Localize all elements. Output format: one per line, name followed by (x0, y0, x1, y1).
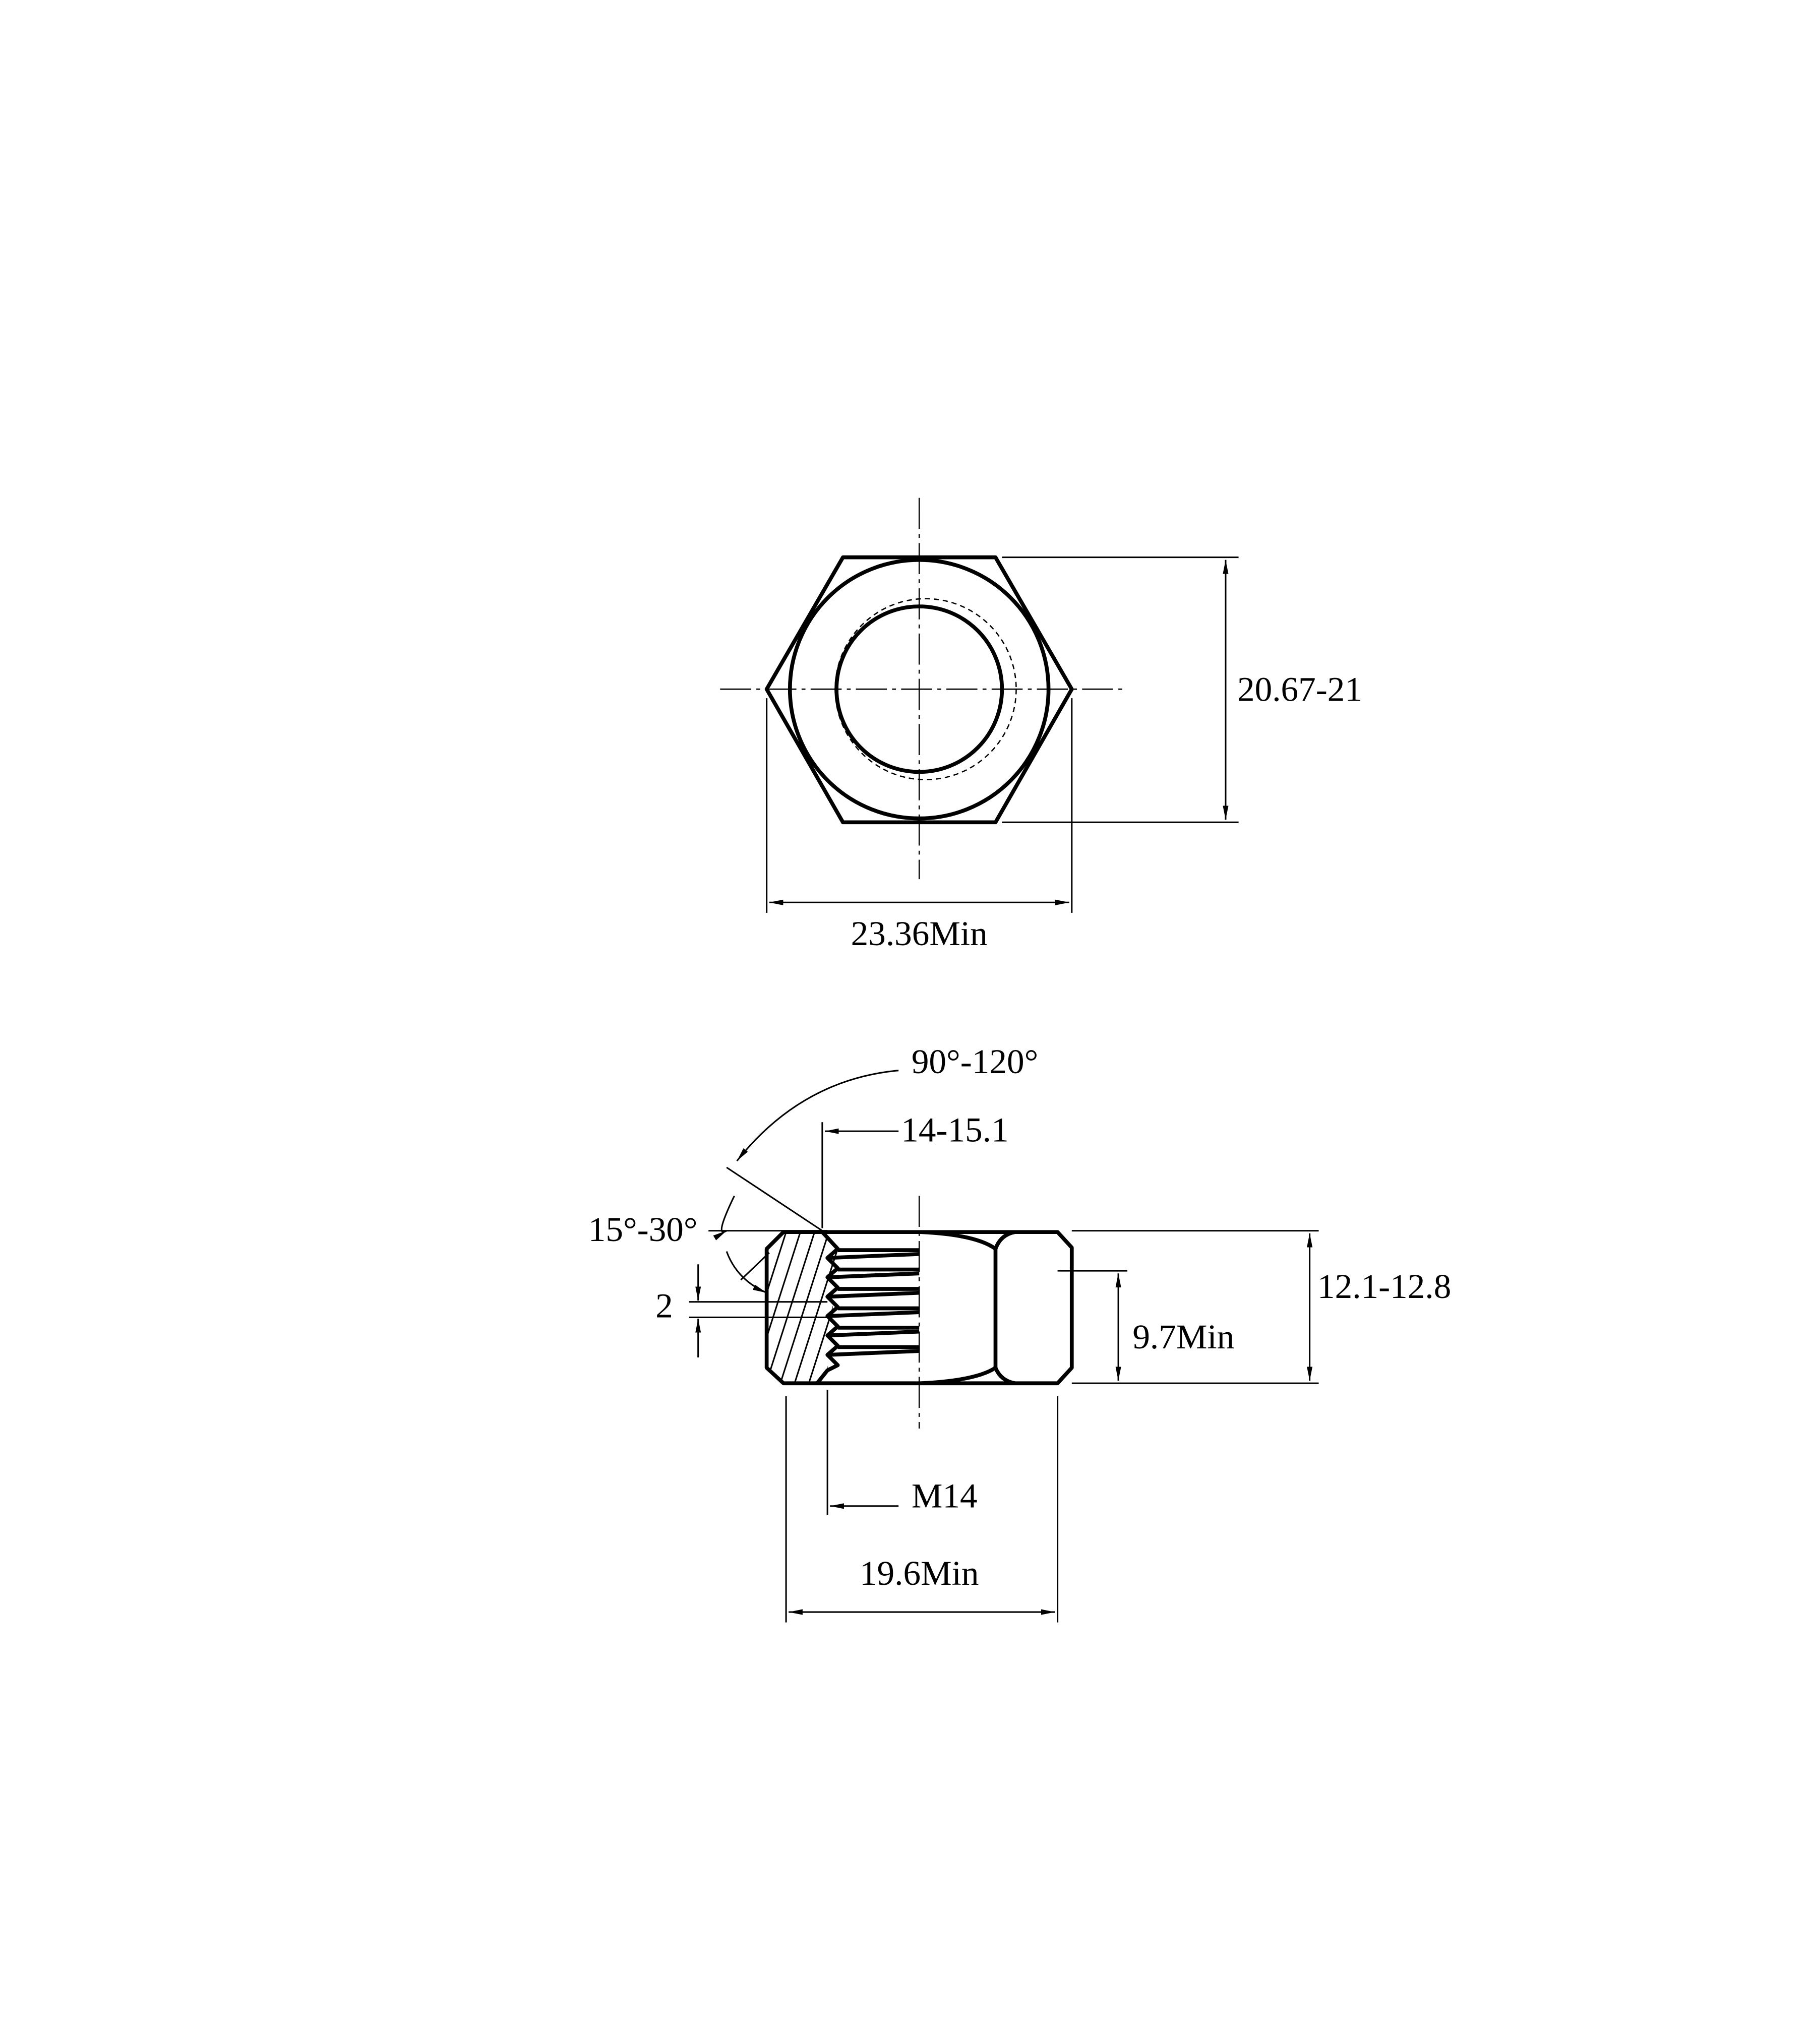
dim-bearing-face-diameter: 19.6Min (860, 1554, 979, 1592)
dim-width-across-flats: 20.67-21 (1237, 669, 1362, 708)
hex-face-arcs (920, 1230, 1015, 1386)
dim-nut-height: 12.1-12.8 (1317, 1267, 1451, 1306)
hatch-line (766, 1232, 803, 1384)
angle-arc (736, 1070, 899, 1162)
dim-countersink-diameter: 14-15.1 (901, 1110, 1008, 1149)
thread-crest-line (828, 1290, 920, 1299)
hatch-line (777, 1232, 831, 1384)
hatch-line (766, 1232, 817, 1384)
hatch-line (806, 1232, 838, 1384)
hatch-line (693, 1228, 745, 1390)
dim-thread-size: M14 (912, 1476, 978, 1515)
dim-thread-pitch: 2 (655, 1286, 673, 1325)
chamfer-angle-line (740, 1252, 770, 1281)
hatch-line (792, 1232, 838, 1384)
angle-arc (713, 1195, 735, 1241)
angle-arc (726, 1251, 767, 1294)
thread-crest-line (828, 1329, 920, 1338)
hatch-line (766, 1232, 789, 1384)
hatch-line (707, 1228, 759, 1390)
thread-crest-line (828, 1349, 920, 1357)
dim-wrenching-height: 9.7Min (1132, 1317, 1234, 1356)
hatch-line (679, 1228, 731, 1390)
thread-crest-line (828, 1310, 920, 1318)
dim-countersink-angle: 90°-120° (912, 1042, 1038, 1081)
thread-crest-line (828, 1252, 920, 1260)
top-view: 20.67-21 23.36Min (720, 498, 1362, 953)
nut-outline (764, 1230, 1074, 1386)
dim-width-across-corners: 23.36Min (851, 914, 988, 953)
dim-chamfer-angle: 15°-30° (588, 1210, 698, 1249)
thread-lines (828, 1248, 920, 1357)
side-view: 14-15.1 90°-120° 15°-30° 2 9.7Min 12.1-1… (588, 1042, 1451, 1623)
thread-crest-line (828, 1271, 920, 1279)
countersink-angle-line (726, 1166, 823, 1231)
thread-profile (815, 1230, 840, 1385)
